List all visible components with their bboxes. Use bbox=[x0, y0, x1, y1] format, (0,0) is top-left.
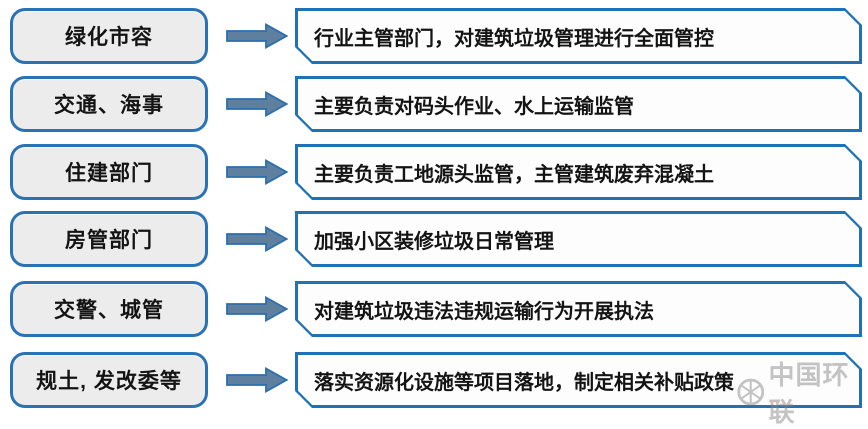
department-label: 住建部门 bbox=[65, 162, 153, 185]
responsibility-label: 主要负责对码头作业、水上运输监管 bbox=[314, 95, 634, 118]
responsibility-box: 对建筑垃圾违法违规运输行为开展执法 bbox=[295, 281, 862, 337]
responsibility-label: 落实资源化设施等项目落地，制定相关补贴政策 bbox=[314, 371, 734, 394]
responsibility-box-fill bbox=[298, 214, 860, 265]
right-arrow-icon bbox=[226, 91, 288, 117]
responsibility-box: 主要负责对码头作业、水上运输监管 bbox=[295, 76, 862, 132]
right-arrow-icon bbox=[226, 367, 288, 393]
department-label: 交通、海事 bbox=[54, 94, 164, 117]
responsibility-box-fill bbox=[298, 11, 860, 62]
responsibility-box: 主要负责工地源头监管，主管建筑废弃混凝土 bbox=[295, 144, 862, 200]
responsibility-box-fill bbox=[298, 147, 860, 198]
department-box: 交通、海事 bbox=[10, 76, 208, 132]
responsibility-box-fill bbox=[298, 284, 860, 335]
right-arrow-icon bbox=[226, 296, 288, 322]
department-label: 交警、城管 bbox=[54, 299, 164, 322]
department-box: 绿化市容 bbox=[10, 8, 208, 64]
flow-row: 绿化市容 行业主管部门，对建筑垃圾管理进行全面管控 bbox=[0, 8, 868, 64]
department-label: 规土, 发改委等 bbox=[36, 370, 182, 393]
responsibility-label: 加强小区装修垃圾日常管理 bbox=[314, 230, 554, 253]
department-box: 规土, 发改委等 bbox=[10, 352, 208, 408]
responsibility-box: 落实资源化设施等项目落地，制定相关补贴政策 bbox=[295, 352, 862, 408]
right-arrow-icon bbox=[226, 226, 288, 252]
responsibility-label: 行业主管部门，对建筑垃圾管理进行全面管控 bbox=[314, 27, 714, 50]
flow-row: 房管部门 加强小区装修垃圾日常管理 bbox=[0, 211, 868, 267]
flow-row: 交通、海事 主要负责对码头作业、水上运输监管 bbox=[0, 76, 868, 132]
responsibility-label: 主要负责工地源头监管，主管建筑废弃混凝土 bbox=[314, 163, 714, 186]
responsibility-box: 行业主管部门，对建筑垃圾管理进行全面管控 bbox=[295, 8, 862, 64]
right-arrow-icon bbox=[226, 159, 288, 185]
flow-row: 规土, 发改委等 落实资源化设施等项目落地，制定相关补贴政策 bbox=[0, 352, 868, 408]
department-box: 交警、城管 bbox=[10, 281, 208, 337]
flow-row: 交警、城管 对建筑垃圾违法违规运输行为开展执法 bbox=[0, 281, 868, 337]
responsibility-box: 加强小区装修垃圾日常管理 bbox=[295, 211, 862, 267]
flow-row: 住建部门 主要负责工地源头监管，主管建筑废弃混凝土 bbox=[0, 144, 868, 200]
department-label: 绿化市容 bbox=[65, 26, 153, 49]
department-box: 房管部门 bbox=[10, 211, 208, 267]
flow-diagram: 绿化市容 行业主管部门，对建筑垃圾管理进行全面管控 交通、海事 主要负责对码头作… bbox=[0, 8, 868, 427]
responsibility-box-fill bbox=[298, 79, 860, 130]
department-box: 住建部门 bbox=[10, 144, 208, 200]
department-label: 房管部门 bbox=[65, 229, 153, 252]
right-arrow-icon bbox=[226, 23, 288, 49]
responsibility-label: 对建筑垃圾违法违规运输行为开展执法 bbox=[314, 300, 654, 323]
responsibility-box-fill bbox=[298, 355, 860, 406]
